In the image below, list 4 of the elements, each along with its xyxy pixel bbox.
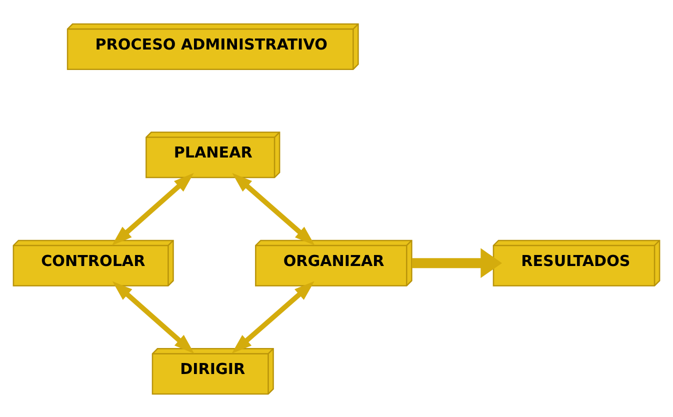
arrow (412, 248, 502, 278)
arrow (232, 172, 315, 245)
arrow (112, 280, 194, 354)
arrow (112, 172, 194, 245)
